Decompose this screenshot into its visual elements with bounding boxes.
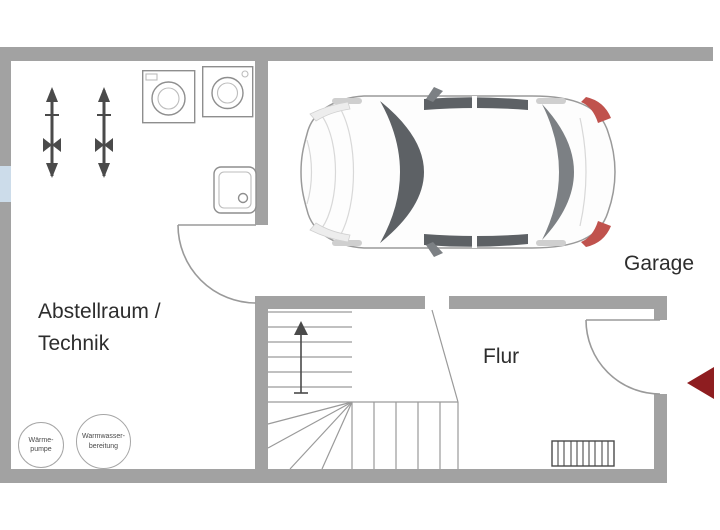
heat-pump-badge: Wärme- pumpe — [18, 422, 64, 468]
wall-divider-lower — [255, 303, 268, 483]
car-mirror — [426, 87, 443, 102]
staircase-icon — [267, 309, 459, 470]
car-wheel — [536, 98, 566, 104]
sink-icon — [213, 166, 257, 214]
car-headlight — [309, 222, 351, 243]
machine-door — [151, 81, 186, 116]
hot-water-label-line1: Warmwasser- — [82, 433, 125, 441]
stair-winder — [267, 401, 353, 425]
riser-arrow-top — [98, 87, 110, 102]
wall-divider-upper — [255, 47, 268, 225]
room-label-flur: Flur — [483, 345, 520, 368]
hot-water-badge: Warmwasser- bereitung — [76, 414, 131, 469]
room-label-storage-line2: Technik — [38, 331, 110, 355]
sink-basin-inner — [218, 171, 252, 209]
car-mirror — [426, 242, 443, 257]
riser-valve — [95, 138, 104, 152]
stair-winder — [321, 401, 353, 470]
wall-garage-hall-right — [449, 296, 667, 309]
stair-cut-line — [431, 309, 459, 403]
car-pillar — [472, 96, 477, 112]
car-wheel — [536, 240, 566, 246]
washing-machine-icon — [141, 69, 196, 124]
car-hatch-line — [579, 117, 587, 227]
car-windshield — [380, 101, 424, 243]
riser-valve — [52, 138, 61, 152]
riser-valve — [43, 138, 52, 152]
entrance-arrow-icon — [687, 367, 714, 399]
door-swing-arc-icon-storage — [177, 224, 257, 304]
car-hood-line — [339, 107, 355, 237]
door-arc — [177, 224, 257, 304]
stairs-up-arrow-icon — [294, 321, 308, 394]
wall-top — [0, 47, 713, 61]
machine-door-inner — [157, 87, 180, 110]
door-swing-arc-icon-entrance — [585, 319, 661, 395]
wall-bottom — [0, 469, 667, 483]
wall-right-stub — [654, 296, 667, 320]
car-body — [300, 95, 616, 249]
sink-drain — [237, 192, 249, 204]
heat-pump-label-line1: Wärme- — [28, 436, 54, 444]
door-arc — [585, 319, 661, 395]
wall-left — [0, 47, 11, 483]
heat-pump-label-line2: pumpe — [30, 446, 52, 453]
hot-water-label-line2: bereitung — [88, 442, 119, 450]
wall-right-lower — [654, 394, 667, 483]
heating-riser-icon — [95, 87, 113, 178]
stair-winder — [267, 401, 353, 449]
radiator-icon — [551, 440, 615, 467]
riser-arrow-top — [46, 87, 58, 102]
window-icon — [0, 166, 11, 202]
car-hood-line — [321, 115, 337, 229]
arrow-head — [294, 321, 308, 335]
stair-winder — [289, 401, 353, 470]
riser-valve — [104, 138, 113, 152]
car-top-view-icon — [300, 87, 616, 257]
machine-door-inner — [216, 82, 239, 104]
car-headlight — [309, 101, 351, 122]
machine-door — [211, 76, 244, 110]
room-label-garage: Garage — [624, 252, 695, 275]
car-rear-window — [542, 104, 574, 240]
car-tail-light — [581, 97, 611, 123]
wall-garage-hall-left — [255, 296, 425, 309]
room-label-storage-line1: Abstellraum / — [38, 300, 161, 323]
riser-arrow-bottom — [46, 163, 58, 178]
heating-riser-icon — [43, 87, 61, 178]
car-wheel — [332, 98, 362, 104]
machine-drawer — [145, 73, 158, 81]
machine-knob — [241, 70, 249, 78]
walls — [0, 47, 713, 483]
car-pillar — [472, 232, 477, 248]
riser-arrow-bottom — [98, 163, 110, 178]
washing-machine-icon — [201, 65, 254, 118]
room-label-storage: Abstellraum / Technik — [38, 296, 161, 359]
car-tail-light — [581, 221, 611, 247]
car-bumper-line — [306, 139, 313, 205]
car-wheel — [332, 240, 362, 246]
